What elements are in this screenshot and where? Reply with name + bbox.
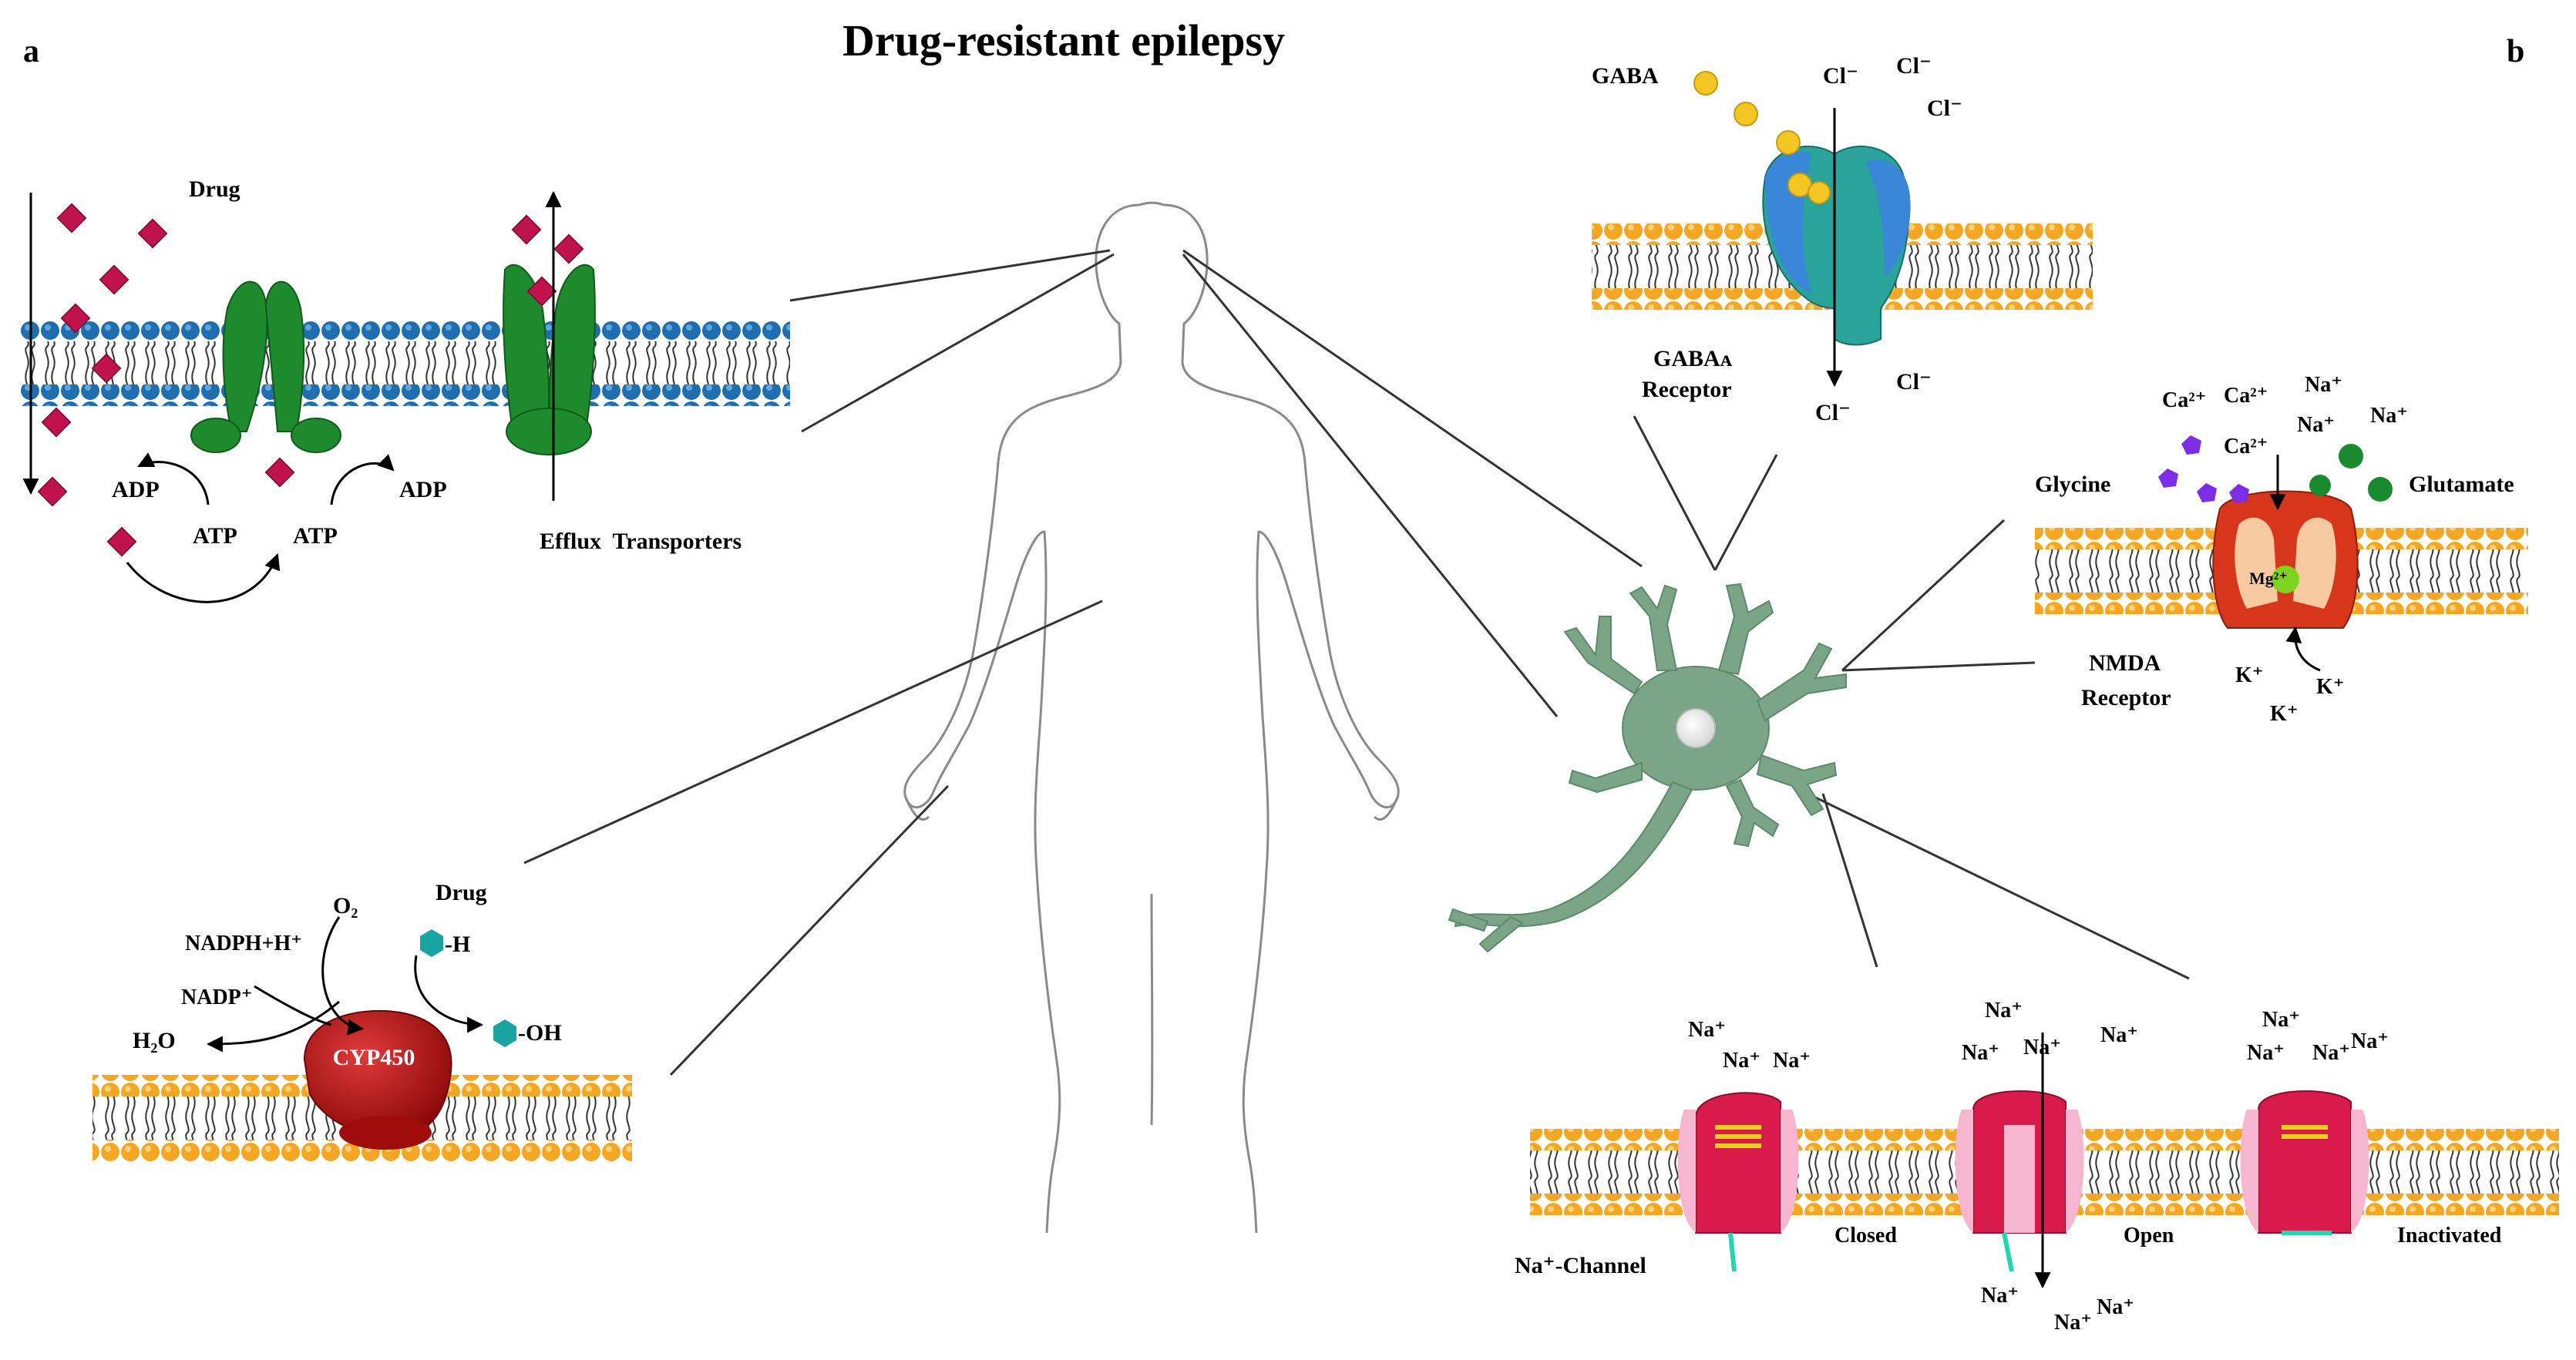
glutamate-label: Glutamate (2409, 472, 2514, 497)
adp-right-label: ADP (399, 477, 447, 502)
leader-lines (523, 249, 2190, 1076)
nmda-receptor-label-2: Receptor (2081, 685, 2171, 710)
na-ion: Na⁺ (1688, 1018, 1726, 1042)
nmda-ca-2: Ca²⁺ (2224, 384, 2268, 408)
nadp-label: NADP⁺ (181, 986, 253, 1009)
oh-label: -OH (518, 1020, 562, 1046)
na-ion: Na⁺ (1985, 999, 2023, 1023)
blue-lipid-bilayer (19, 320, 790, 406)
gaba-receptor-label-2: Receptor (1642, 377, 1732, 402)
h2o-label: H₂O (133, 1028, 176, 1053)
glutamate-molecules (2309, 444, 2393, 502)
panel-label-b: b (2507, 34, 2524, 69)
sodium-channel-inactivated (2240, 1090, 2369, 1235)
nmda-na-1: Na⁺ (2305, 373, 2342, 397)
nmda-ca-3: Ca²⁺ (2224, 435, 2268, 458)
cl-top-1: Cl⁻ (1823, 63, 1858, 89)
drug-molecules (37, 203, 584, 557)
na-channel-label: Na⁺-Channel (1515, 1253, 1646, 1278)
open-label: Open (2124, 1224, 2174, 1248)
h-label: -H (445, 932, 470, 957)
glycine-label: Glycine (2035, 472, 2110, 497)
na-ion: Na⁺ (1981, 1284, 2019, 1308)
figure-title: Drug-resistant epilepsy (842, 15, 1285, 65)
na-ion: Na⁺ (2351, 1029, 2389, 1053)
neuron (1448, 583, 1847, 953)
cyp450-panel: CYP450 O₂ Drug NADPH+H⁺ NADP⁺ H₂O -H -OH (92, 880, 632, 1161)
glycine-molecules (2158, 435, 2249, 503)
o2-label: O₂ (333, 893, 358, 918)
nmda-na-3: Na⁺ (2297, 413, 2335, 437)
na-ion: Na⁺ (2023, 1036, 2061, 1059)
nmda-na-2: Na⁺ (2370, 404, 2408, 428)
nmda-receptor (2212, 490, 2359, 629)
gaba-a-receptor (1762, 146, 1911, 346)
gaba-a-panel: GABA Cl⁻ Cl⁻ Cl⁻ Cl⁻ Cl⁻ GABAᴀ Receptor (1592, 53, 2093, 425)
panel-label-a: a (23, 34, 39, 69)
sodium-channel-closed (1677, 1092, 1799, 1272)
na-ion: Na⁺ (2054, 1311, 2092, 1335)
gaba-receptor-label-1: GABAᴀ (1653, 346, 1733, 371)
na-ion: Na⁺ (1773, 1049, 1811, 1073)
nmda-k-1: K⁺ (2235, 663, 2264, 687)
cl-top-3: Cl⁻ (1927, 96, 1962, 121)
na-ion: Na⁺ (1962, 1041, 1999, 1065)
cl-bottom-1: Cl⁻ (1815, 400, 1851, 425)
na-ion: Na⁺ (2100, 1023, 2138, 1047)
efflux-transporters-label: Efflux Transporters (540, 529, 742, 554)
cl-top-2: Cl⁻ (1896, 53, 1932, 79)
nmda-panel: Ca²⁺ Ca²⁺ Ca²⁺ Na⁺ Na⁺ Na⁺ Glycine Gluta… (2035, 373, 2528, 726)
inactivated-label: Inactivated (2397, 1224, 2502, 1248)
abc-transporter-right (503, 264, 596, 455)
mg-label: Mg²⁺ (2249, 569, 2288, 588)
adp-left-label: ADP (112, 477, 160, 502)
nmda-k-3: K⁺ (2270, 702, 2299, 726)
cyp450-label: CYP450 (333, 1045, 415, 1070)
cl-bottom-2: Cl⁻ (1896, 369, 1932, 395)
gaba-molecules (1693, 71, 1831, 204)
na-ion: Na⁺ (2247, 1041, 2285, 1065)
cyp-drug-label: Drug (435, 880, 487, 905)
atp-left-label: ATP (193, 523, 237, 549)
sodium-ion-labels: Na⁺ Na⁺ Na⁺ Na⁺ Na⁺ Na⁺ Na⁺ Na⁺ Na⁺ Na⁺ … (1688, 999, 2389, 1335)
na-ion: Na⁺ (2097, 1295, 2134, 1319)
mg-ion (2272, 566, 2299, 593)
sodium-channel-panel: Na⁺-Channel Closed Open Inactivated Na⁺ … (1515, 999, 2559, 1335)
efflux-drug-label: Drug (189, 176, 240, 202)
abc-transporter-left (190, 280, 341, 453)
gaba-label: GABA (1592, 63, 1659, 89)
nmda-receptor-label-1: NMDA (2089, 650, 2161, 676)
atp-right-label: ATP (293, 523, 338, 549)
sodium-channel-open (1955, 1090, 2084, 1272)
drug-hexagon-h (420, 929, 443, 957)
efflux-transporter-panel: Drug ADP ADP ATP ATP Efflux Transporters (19, 176, 790, 603)
human-body-outline (903, 201, 1400, 1234)
nadph-label: NADPH+H⁺ (185, 932, 302, 955)
na-ion: Na⁺ (2312, 1041, 2350, 1065)
na-ion: Na⁺ (1723, 1049, 1760, 1073)
closed-label: Closed (1834, 1224, 1897, 1248)
drug-hexagon-oh (493, 1019, 516, 1047)
nmda-k-2: K⁺ (2316, 675, 2345, 699)
na-ion: Na⁺ (2262, 1008, 2300, 1032)
nmda-ca-1: Ca²⁺ (2162, 388, 2206, 412)
